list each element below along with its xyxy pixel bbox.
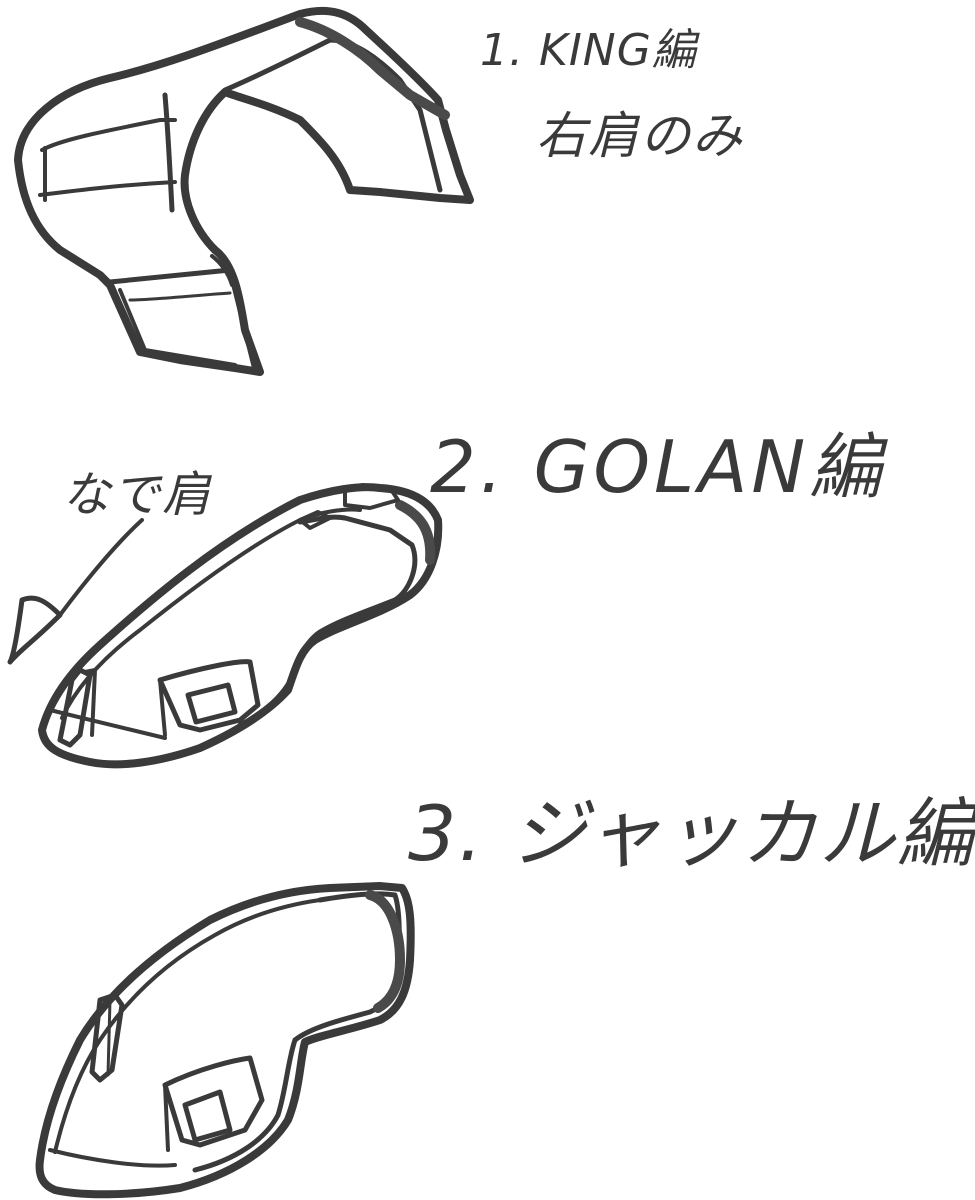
jackal-section-title: 3. ジャッカル編 — [408, 789, 975, 878]
sketch-sheet: 1. KING編 右肩のみ 2. GOLAN編 なで肩 3. ジャッカル編 — [7, 6, 973, 1199]
king-section-note: 右肩のみ — [536, 107, 744, 165]
jackal-shoulder-armor-drawing — [35, 882, 415, 1199]
golan-slope-note: なで肩 — [62, 467, 213, 523]
golan-shoulder-armor-drawing — [38, 483, 443, 769]
king-section-title: 1. KING編 — [480, 25, 697, 76]
king-shoulder-armor-drawing — [14, 6, 474, 376]
golan-section-title: 2. GOLAN編 — [430, 425, 886, 509]
slope-arrow — [7, 518, 144, 665]
shoulder-armor-sketches — [7, 6, 474, 1199]
